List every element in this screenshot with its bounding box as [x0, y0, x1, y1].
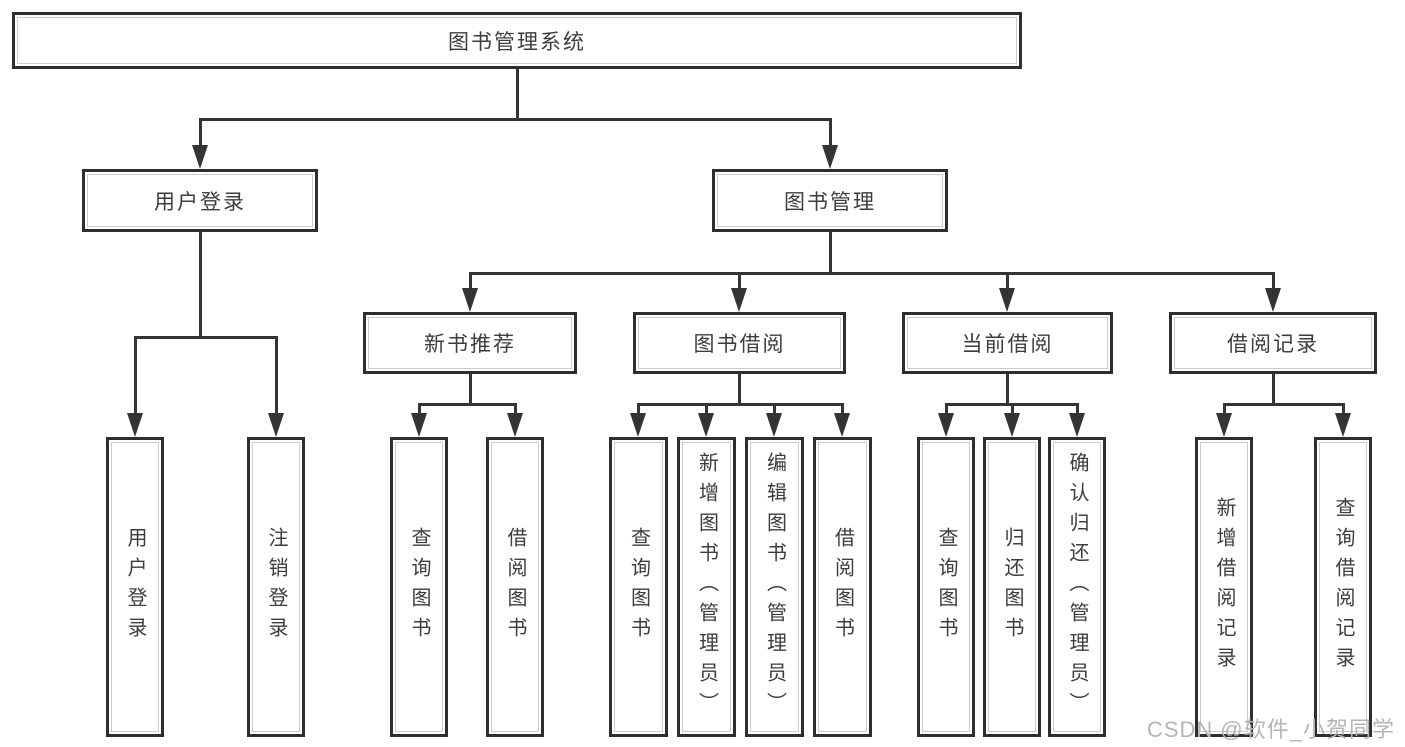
- leaf-user-login: 用户登录: [106, 437, 164, 737]
- leaf-borrow-books: 借阅图书: [813, 437, 872, 737]
- arrowhead-icon: [698, 413, 714, 437]
- leaf-borrow-books-label: 借阅图书: [831, 527, 854, 647]
- leaf-current-query-books-label: 查询图书: [935, 527, 957, 647]
- connector-user-login-bar: [134, 336, 278, 339]
- node-new-book-recommend-label: 新书推荐: [424, 333, 516, 356]
- arrowhead-icon: [127, 413, 143, 437]
- leaf-query-borrow-record: 查询借阅记录: [1314, 437, 1372, 737]
- node-book-borrow-label: 图书借阅: [693, 333, 786, 356]
- arrowhead-icon: [411, 413, 427, 437]
- connector-stem: [1272, 272, 1275, 292]
- connector-stem: [1011, 403, 1014, 419]
- leaf-recommend-query-books: 查询图书: [390, 437, 448, 737]
- connector-stem: [841, 403, 844, 419]
- leaf-recommend-borrow-books-label: 借阅图书: [504, 527, 526, 647]
- connector-stem: [469, 272, 472, 292]
- arrowhead-icon: [1004, 413, 1020, 437]
- leaf-logout: 注销登录: [247, 437, 305, 737]
- arrowhead-icon: [462, 288, 478, 312]
- arrowhead-icon: [192, 145, 208, 169]
- connector-group-bar: [418, 403, 517, 406]
- connector-group-bar: [637, 403, 844, 406]
- connector-stem: [1006, 272, 1009, 292]
- leaf-recommend-query-books-label: 查询图书: [408, 527, 430, 647]
- arrowhead-icon: [1216, 413, 1232, 437]
- arrowhead-icon: [731, 288, 747, 312]
- leaf-recommend-borrow-books: 借阅图书: [486, 437, 544, 737]
- arrowhead-icon: [938, 413, 954, 437]
- leaf-return-books-label: 归还图书: [1001, 527, 1023, 647]
- leaf-borrow-query-books-label: 查询图书: [627, 527, 650, 647]
- leaf-add-borrow-record-label: 新增借阅记录: [1213, 497, 1235, 677]
- arrowhead-icon: [766, 413, 782, 437]
- leaf-add-books-admin: 新增图书（管理员）: [677, 437, 736, 737]
- leaf-user-login-label: 用户登录: [124, 527, 146, 647]
- leaf-query-borrow-record-label: 查询借阅记录: [1332, 497, 1354, 677]
- leaf-confirm-return-admin-label: 确认归还（管理员）: [1066, 452, 1088, 722]
- leaf-confirm-return-admin: 确认归还（管理员）: [1048, 437, 1106, 737]
- connector-stem: [1272, 374, 1275, 406]
- connector-level2-bar: [199, 118, 831, 121]
- node-root: 图书管理系统: [12, 12, 1022, 69]
- connector-level3-bar: [469, 272, 1275, 275]
- leaf-current-query-books: 查询图书: [917, 437, 975, 737]
- arrowhead-icon: [834, 413, 850, 437]
- leaf-add-books-admin-label: 新增图书（管理员）: [695, 452, 718, 722]
- node-user-login-label: 用户登录: [154, 190, 246, 214]
- connector-stem: [637, 403, 640, 419]
- connector-root-stem: [516, 69, 519, 120]
- arrowhead-icon: [822, 145, 838, 169]
- node-new-book-recommend: 新书推荐: [363, 312, 577, 374]
- node-book-borrow: 图书借阅: [633, 312, 846, 374]
- leaf-borrow-query-books: 查询图书: [609, 437, 668, 737]
- leaf-edit-books-admin: 编辑图书（管理员）: [745, 437, 804, 737]
- node-book-management: 图书管理: [712, 169, 948, 232]
- csdn-watermark: CSDN @软件_小贺同学: [1146, 717, 1395, 742]
- node-borrow-records-label: 借阅记录: [1227, 333, 1319, 356]
- connector-stem: [199, 118, 202, 148]
- arrowhead-icon: [630, 413, 646, 437]
- connector-stem: [275, 336, 278, 418]
- connector-stem: [1006, 374, 1009, 406]
- leaf-return-books: 归还图书: [983, 437, 1041, 737]
- connector-stem: [705, 403, 708, 419]
- connector-stem: [469, 374, 472, 406]
- leaf-logout-label: 注销登录: [265, 527, 287, 647]
- connector-stem: [1076, 403, 1079, 419]
- node-user-login: 用户登录: [82, 169, 318, 232]
- arrowhead-icon: [999, 288, 1015, 312]
- connector-stem: [1342, 403, 1345, 419]
- arrowhead-icon: [1335, 413, 1351, 437]
- arrowhead-icon: [1069, 413, 1085, 437]
- connector-stem: [738, 272, 741, 292]
- connector-stem: [134, 336, 137, 418]
- connector-stem: [773, 403, 776, 419]
- connector-stem: [1223, 403, 1226, 419]
- node-book-management-label: 图书管理: [784, 190, 876, 214]
- connector-stem: [829, 118, 832, 148]
- connector-stem: [829, 232, 832, 275]
- connector-stem: [514, 403, 517, 419]
- connector-stem: [945, 403, 948, 419]
- node-borrow-records: 借阅记录: [1169, 312, 1377, 374]
- connector-stem: [199, 232, 202, 339]
- arrowhead-icon: [268, 413, 284, 437]
- connector-stem: [418, 403, 421, 419]
- node-current-borrow-label: 当前借阅: [961, 333, 1054, 356]
- connector-stem: [738, 374, 741, 406]
- arrowhead-icon: [507, 413, 523, 437]
- arrowhead-icon: [1265, 288, 1281, 312]
- node-current-borrow: 当前借阅: [902, 312, 1113, 374]
- leaf-add-borrow-record: 新增借阅记录: [1195, 437, 1253, 737]
- leaf-edit-books-admin-label: 编辑图书（管理员）: [763, 452, 786, 722]
- connector-group-bar: [1223, 403, 1345, 406]
- node-root-label: 图书管理系统: [448, 30, 586, 54]
